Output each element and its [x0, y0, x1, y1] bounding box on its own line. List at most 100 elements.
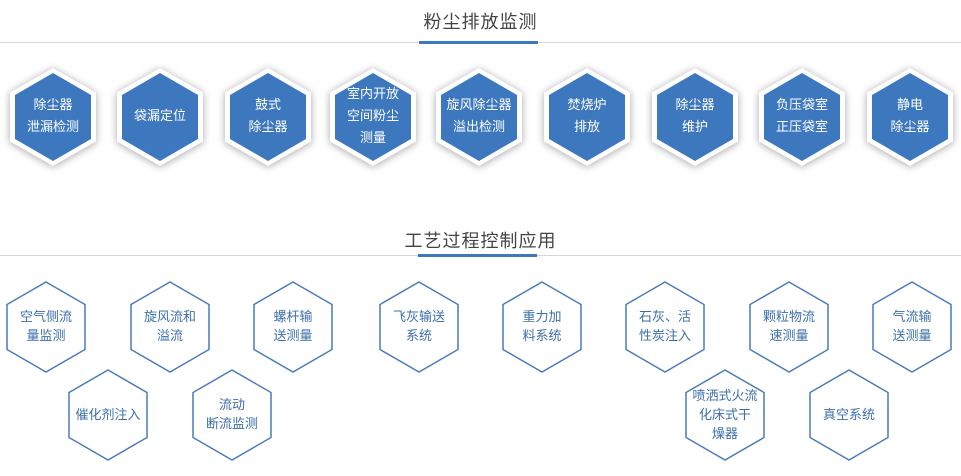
hexagon-label-line: 空气侧流 — [19, 310, 72, 325]
hexagon-label: 喷洒式火流化床式干燥器 — [685, 369, 765, 461]
hexagon-label: 重力加料系统 — [502, 281, 582, 373]
hexagon-label: 流动断流监测 — [192, 369, 272, 461]
hexagon-label-line: 喷洒式火流 — [692, 388, 758, 404]
hexagon-outline — [872, 281, 952, 373]
hexagon-item: 重力加料系统 — [502, 281, 582, 373]
hexagon-label-line: 送测量 — [273, 329, 313, 344]
hexagon-label-line: 化床式干 — [698, 407, 751, 423]
hexagon-item: 空气侧流量监测 — [6, 281, 86, 373]
hexagon-label-line: 旋风流和 — [143, 310, 196, 325]
hexagon-label-line: 料系统 — [522, 329, 562, 344]
hexagon-label-line: 空间粉尘 — [346, 109, 399, 124]
hexagon-shape — [130, 281, 210, 373]
hexagon-outline — [809, 369, 889, 461]
hexagon-shape — [68, 369, 148, 461]
hexagon-label-line: 除尘器 — [890, 120, 930, 135]
hexagon-item: 喷洒式火流化床式干燥器 — [685, 369, 765, 461]
hexagon-item: 真空系统 — [809, 369, 889, 461]
hexagon-fill — [657, 73, 733, 161]
hexagon-label-line: 正压袋室 — [775, 120, 828, 135]
hexagon-fill — [335, 73, 411, 161]
hexagon-item: 焚烧炉排放 — [544, 68, 630, 166]
hexagon-fill — [549, 73, 625, 161]
hexagon-shape — [809, 369, 889, 461]
section2-accent-bar — [418, 254, 537, 257]
hexagon-shape — [10, 68, 96, 166]
hexagon-label: 石灰、活性炭注入 — [625, 281, 705, 373]
hexagon-label-line: 负压袋室 — [775, 98, 828, 113]
hexagon-fill — [122, 73, 198, 161]
hexagon-outline — [6, 281, 86, 373]
hexagon-label: 焚烧炉排放 — [544, 68, 630, 166]
hexagon-label: 旋风流和溢流 — [130, 281, 210, 373]
hexagon-label: 除尘器泄漏检测 — [10, 68, 96, 166]
hexagon-outline — [749, 281, 829, 373]
hexagon-shape — [502, 281, 582, 373]
hexagon-label-line: 维护 — [681, 120, 708, 135]
hexagon-fill — [15, 73, 91, 161]
hexagon-label-line: 性炭注入 — [638, 329, 691, 344]
hexagon-label-line: 螺杆输 — [273, 310, 313, 325]
hexagon-fill — [872, 73, 948, 161]
hexagon-label-line: 室内开放 — [346, 87, 399, 102]
hexagon-shape — [225, 68, 311, 166]
hexagon-shape — [436, 68, 522, 166]
hexagon-shape — [872, 281, 952, 373]
hexagon-fill — [230, 73, 306, 161]
hexagon-item: 鼓式除尘器 — [225, 68, 311, 166]
hexagon-item: 负压袋室正压袋室 — [759, 68, 845, 166]
hexagon-label: 鼓式除尘器 — [225, 68, 311, 166]
hexagon-label: 负压袋室正压袋室 — [759, 68, 845, 166]
hexagon-label-line: 气流输 — [892, 310, 932, 325]
hexagon-label-line: 真空系统 — [822, 407, 875, 423]
hexagon-shape — [117, 68, 203, 166]
hexagon-label-line: 排放 — [573, 120, 600, 135]
hexagon-shape — [6, 281, 86, 373]
hexagon-label-line: 泄漏检测 — [26, 120, 79, 135]
hexagon-label: 室内开放空间粉尘测量 — [330, 68, 416, 166]
hexagon-label-line: 系统 — [405, 329, 432, 344]
hexagon-label-line: 石灰、活 — [638, 310, 691, 325]
hexagon-outline — [68, 369, 148, 461]
hexagon-label: 除尘器维护 — [652, 68, 738, 166]
hexagon-label: 旋风除尘器溢出检测 — [436, 68, 522, 166]
hexagon-label-line: 除尘器 — [248, 120, 288, 135]
hexagon-label-line: 断流监测 — [205, 417, 258, 432]
hexagon-shape — [652, 68, 738, 166]
section1-title: 粉尘排放监测 — [423, 12, 538, 33]
hexagon-label-line: 飞灰输送 — [392, 310, 445, 325]
hexagon-item: 室内开放空间粉尘测量 — [330, 68, 416, 166]
hexagon-outline — [379, 281, 459, 373]
hexagon-outline — [502, 281, 582, 373]
hexagon-outline — [130, 281, 210, 373]
hexagon-item: 袋漏定位 — [117, 68, 203, 166]
hexagon-item: 旋风除尘器溢出检测 — [436, 68, 522, 166]
hexagon-item: 除尘器泄漏检测 — [10, 68, 96, 166]
hexagon-label-line: 颗粒物流 — [762, 310, 815, 325]
hexagon-shape — [625, 281, 705, 373]
hexagon-item: 颗粒物流速测量 — [749, 281, 829, 373]
hexagon-label: 气流输送测量 — [872, 281, 952, 373]
hexagon-outline — [192, 369, 272, 461]
hexagon-shape — [253, 281, 333, 373]
hexagon-label-line: 旋风除尘器 — [446, 98, 512, 113]
hexagon-item: 流动断流监测 — [192, 369, 272, 461]
hexagon-shape — [749, 281, 829, 373]
hexagon-label: 空气侧流量监测 — [6, 281, 86, 373]
hexagon-label-line: 流动 — [218, 398, 245, 413]
hexagon-label-line: 静电 — [896, 98, 923, 113]
hexagon-fill — [441, 73, 517, 161]
hexagon-item: 静电除尘器 — [867, 68, 953, 166]
hexagon-label: 真空系统 — [809, 369, 889, 461]
hexagon-label: 颗粒物流速测量 — [749, 281, 829, 373]
hexagon-label-line: 溢流 — [156, 329, 183, 344]
hexagon-item: 螺杆输送测量 — [253, 281, 333, 373]
hexagon-shape — [330, 68, 416, 166]
hexagon-label-line: 催化剂注入 — [75, 407, 141, 423]
hexagon-outline — [625, 281, 705, 373]
hexagon-item: 催化剂注入 — [68, 369, 148, 461]
hexagon-item: 飞灰输送系统 — [379, 281, 459, 373]
hexagon-fill — [764, 73, 840, 161]
hexagon-shape — [685, 369, 765, 461]
hexagon-outline — [253, 281, 333, 373]
